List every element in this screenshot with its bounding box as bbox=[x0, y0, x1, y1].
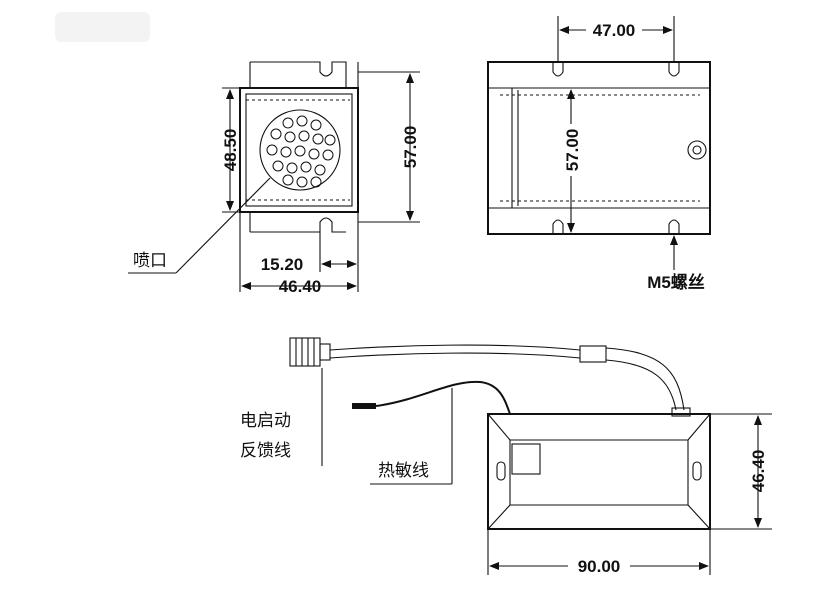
dim-90-00: 90.00 bbox=[578, 557, 621, 576]
connector-icon bbox=[289, 337, 321, 367]
watermark-patch bbox=[55, 12, 150, 42]
label-thermistor-wire: 热敏线 bbox=[378, 461, 429, 481]
label-feedback-line1: 电启动 bbox=[240, 411, 291, 431]
front-view: 48.50 57.00 15.20 46.40 喷口 bbox=[128, 61, 420, 296]
side-view: 47.00 57.00 M5螺丝 bbox=[487, 16, 711, 292]
dim-46-40-bottom: 46.40 bbox=[749, 450, 768, 493]
mount-slot-right bbox=[692, 461, 702, 481]
nozzle-holes bbox=[266, 115, 336, 188]
label-nozzle: 喷口 bbox=[133, 251, 167, 271]
label-m5-screw: M5螺丝 bbox=[647, 272, 705, 292]
mount-slot-left bbox=[496, 461, 506, 481]
label-feedback-line2: 反馈线 bbox=[240, 441, 291, 461]
dim-46-40-top: 46.40 bbox=[279, 277, 322, 296]
dim-47-00: 47.00 bbox=[593, 21, 636, 40]
dim-57-00-left: 57.00 bbox=[401, 126, 420, 169]
dim-15-20: 15.20 bbox=[261, 255, 304, 274]
m5-screw-icon bbox=[687, 140, 707, 160]
bottom-view: 46.40 90.00 电启动 反馈线 热敏线 bbox=[240, 337, 772, 577]
dim-57-00-right: 57.00 bbox=[563, 129, 582, 172]
dim-48-50: 48.50 bbox=[221, 129, 240, 172]
nozzle-grille-icon bbox=[259, 109, 341, 191]
